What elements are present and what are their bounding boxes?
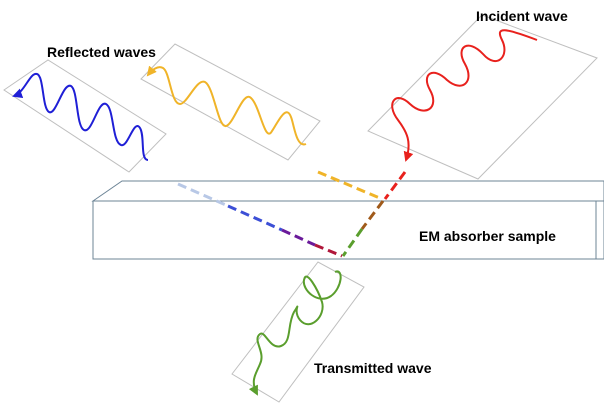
incident-panel-frame — [367, 14, 598, 180]
internal-reflection-ray-blue — [227, 204, 283, 232]
incident-wave-label: Incident wave — [476, 8, 568, 24]
incident-wave-line — [391, 29, 538, 162]
internal-reflection-ray-light — [177, 182, 229, 208]
reflected-orange-panel-frame — [140, 43, 321, 161]
reflected-orange-wave-line — [146, 65, 307, 146]
absorber-sample-slab — [91, 180, 604, 260]
transmitted-dashed-ray-upper — [360, 200, 385, 230]
reflected-blue-panel-frame — [3, 59, 167, 173]
transmitted-panel-frame — [231, 261, 365, 403]
transmitted-wave-line — [248, 270, 342, 396]
absorber-sample-label: EM absorber sample — [419, 228, 556, 244]
slab-front-face — [92, 200, 604, 260]
reflected-waves-label: Reflected waves — [47, 44, 156, 60]
reflected-wave-panel-orange — [140, 43, 321, 161]
reflected-blue-wave-line — [12, 72, 149, 161]
reflected-wave-panel-blue — [3, 59, 167, 173]
incident-dashed-ray — [383, 171, 407, 200]
internal-reflection-ray-purple — [281, 228, 316, 247]
transmitted-wave-label: Transmitted wave — [314, 360, 432, 376]
dashed-ray-paths — [177, 170, 407, 258]
incident-wave-panel — [367, 14, 598, 180]
transmitted-wave-panel — [231, 261, 365, 403]
internal-reflection-ray-crimson — [314, 243, 343, 258]
reflected-dashed-ray — [317, 170, 383, 201]
transmitted-dashed-ray-lower — [341, 228, 364, 257]
